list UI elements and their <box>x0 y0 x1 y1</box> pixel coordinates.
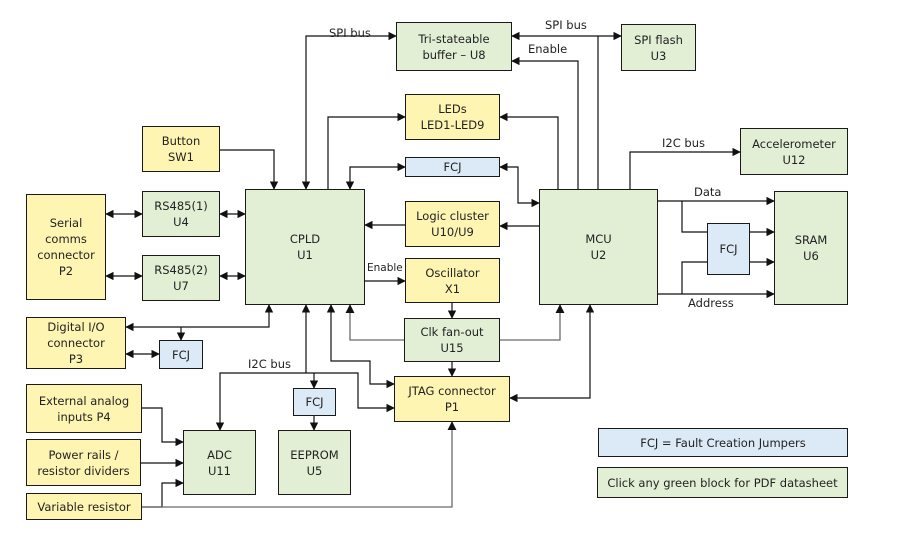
enable-label-osc: Enable <box>367 262 403 274</box>
variable-resistor-block: Variable resistor <box>26 493 142 520</box>
external-analog-inputs-block: External analog inputs P4 <box>26 384 142 433</box>
oscillator-block: Oscillator X1 <box>405 258 500 303</box>
wire-clk-mcu <box>500 304 565 341</box>
rs485-1-block[interactable]: RS485(1) U4 <box>142 191 220 237</box>
wire-address-fcj <box>681 261 707 294</box>
legend-fcj: FCJ = Fault Creation Jumpers <box>598 428 848 457</box>
legend-green-block: Click any green block for PDF datasheet <box>597 467 848 498</box>
wire-var-adc <box>142 478 184 508</box>
address-label: Address <box>688 296 734 310</box>
wire-cpld-leds <box>327 112 406 189</box>
logic-cluster-block: Logic cluster U10/U9 <box>405 201 500 247</box>
wire-fcj-mcu <box>499 162 540 208</box>
eeprom-block[interactable]: EEPROM U5 <box>278 430 351 495</box>
wire-var-jtag <box>142 421 457 508</box>
wire-i2c-adc <box>215 372 306 431</box>
serial-comms-connector-block: Serial comms connector P2 <box>26 194 106 300</box>
tri-stateable-buffer-block[interactable]: Tri-stateable buffer – U8 <box>396 22 512 71</box>
wire-data-fcj <box>681 201 707 233</box>
digital-io-connector-block: Digital I/O connector P3 <box>26 317 126 369</box>
clk-fanout-block[interactable]: Clk fan-out U15 <box>404 318 500 362</box>
wire-cpld-fcj <box>345 162 406 190</box>
mcu-block[interactable]: MCU U2 <box>539 189 658 305</box>
wire-spi-cpld-buffer <box>301 31 397 190</box>
wire-mcu-jtag <box>509 304 595 403</box>
cpld-block[interactable]: CPLD U1 <box>245 189 365 305</box>
fcj-block-top: FCJ <box>405 157 500 177</box>
wire-enable-buffer <box>511 56 579 189</box>
accelerometer-block[interactable]: Accelerometer U12 <box>740 128 848 175</box>
spi-bus-label-left: SPI bus <box>329 26 371 40</box>
data-label: Data <box>694 185 722 199</box>
rs485-2-block[interactable]: RS485(2) U7 <box>142 255 220 301</box>
wire-i2c-accel <box>629 147 741 189</box>
sram-block[interactable]: SRAM U6 <box>774 191 848 305</box>
power-rails-block: Power rails / resistor dividers <box>26 439 141 486</box>
fcj-block-sram: FCJ <box>707 223 750 275</box>
enable-label-top: Enable <box>528 42 568 56</box>
i2c-bus-label-left: I2C bus <box>248 357 291 371</box>
wire-cpld-dio <box>125 304 274 332</box>
wire-cpld-jtag-1 <box>326 304 395 389</box>
wire-button-cpld <box>220 149 279 190</box>
button-block: Button SW1 <box>142 126 220 172</box>
i2c-bus-label-right: I2C bus <box>662 136 705 150</box>
jtag-connector-block: JTAG connector P1 <box>394 376 510 422</box>
spi-flash-block[interactable]: SPI flash U3 <box>621 24 696 71</box>
spi-bus-label-right: SPI bus <box>545 18 587 32</box>
adc-block[interactable]: ADC U11 <box>183 430 256 495</box>
leds-block: LEDs LED1-LED9 <box>405 94 500 140</box>
wire-clk-cpld <box>345 304 404 341</box>
wire-ext-adc <box>142 407 184 447</box>
wire-mcu-leds <box>499 112 559 189</box>
fcj-block-eeprom: FCJ <box>293 388 336 416</box>
wire-i2c-jtag <box>306 372 395 413</box>
fcj-block-dio: FCJ <box>159 340 203 369</box>
